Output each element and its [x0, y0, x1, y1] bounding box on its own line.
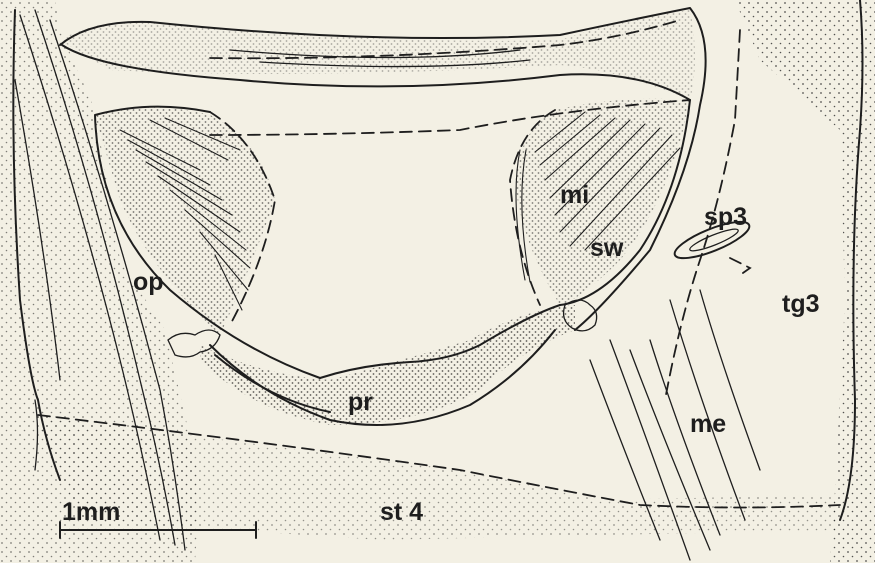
label-st4: st 4 [380, 498, 423, 526]
label-sw: sw [590, 234, 624, 262]
label-op: op [133, 268, 164, 296]
label-mi: mi [560, 181, 589, 209]
scale-bar-label: 1mm [62, 498, 120, 526]
label-me: me [690, 410, 726, 438]
label-sp3: sp3 [704, 203, 747, 231]
label-pr: pr [348, 388, 373, 416]
label-tg3: tg3 [782, 290, 820, 318]
spiracle-dashed-tail [730, 258, 750, 275]
